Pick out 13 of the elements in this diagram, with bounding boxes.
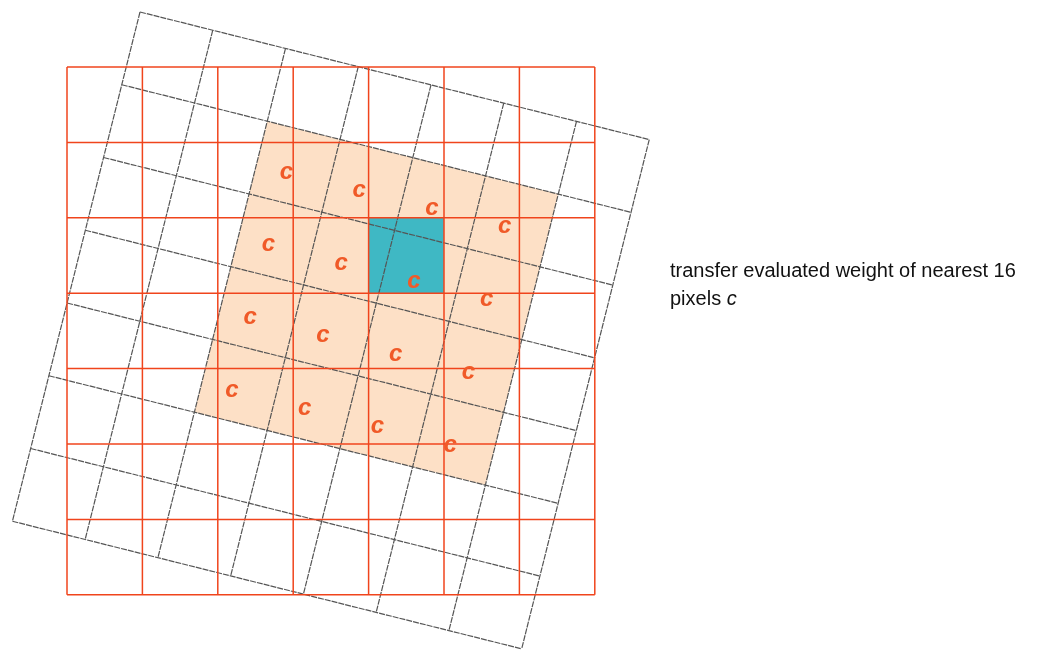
- weight-symbol: c: [370, 413, 385, 438]
- weight-symbol: c: [352, 176, 366, 201]
- weight-symbol: c: [388, 340, 403, 365]
- weight-symbol: c: [297, 395, 312, 420]
- weight-symbol: c: [425, 195, 439, 220]
- weight-symbol: c: [316, 322, 330, 347]
- weight-symbol: c: [334, 249, 348, 274]
- weight-symbol: c: [407, 267, 421, 292]
- weight-symbol: c: [261, 231, 275, 256]
- weight-symbol: c: [225, 376, 239, 401]
- description-text: transfer evaluated weight of nearest 16 pixels c: [670, 258, 1017, 311]
- weight-symbol: c: [498, 213, 512, 238]
- weight-symbol: c: [243, 304, 257, 329]
